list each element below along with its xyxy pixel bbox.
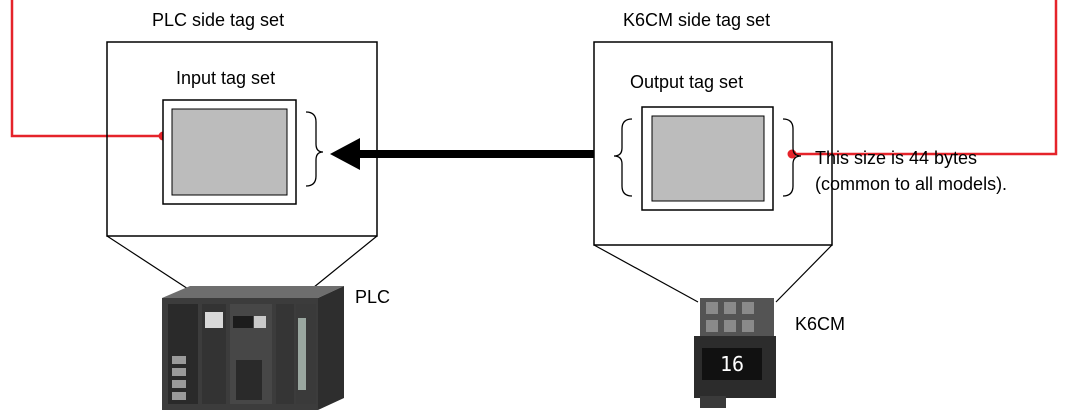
plc-device-label: PLC xyxy=(355,287,391,307)
k6cm-side-tag-set-title: K6CM side tag set xyxy=(623,10,771,30)
k6cm-funnel-right xyxy=(775,244,833,303)
plc-connector-line xyxy=(10,0,163,138)
input-tag-set-fill xyxy=(171,108,288,196)
k6cm-side-tag-set-box xyxy=(593,41,833,246)
size-note-line1: This size is 44 bytes xyxy=(815,148,978,168)
k6cm-device-label: K6CM xyxy=(795,314,846,334)
input-tag-set-brace xyxy=(305,111,324,187)
output-tag-set-left-brace xyxy=(613,118,633,197)
plc-device-image xyxy=(162,286,344,410)
data-flow-arrow-head xyxy=(330,138,360,170)
size-note-line2: (common to all models). xyxy=(815,174,1008,194)
output-tag-set-right-brace xyxy=(782,118,802,197)
output-tag-set-title: Output tag set xyxy=(630,72,744,92)
input-tag-set-title: Input tag set xyxy=(176,68,276,88)
k6cm-display-value: 16 xyxy=(719,352,745,376)
plc-side-tag-set-box xyxy=(106,41,378,237)
k6cm-device-image xyxy=(694,298,776,408)
output-tag-set-fill xyxy=(651,115,765,202)
k6cm-connector-line xyxy=(792,0,1058,156)
k6cm-funnel-left xyxy=(593,244,699,303)
plc-side-tag-set-title: PLC side tag set xyxy=(152,10,285,30)
